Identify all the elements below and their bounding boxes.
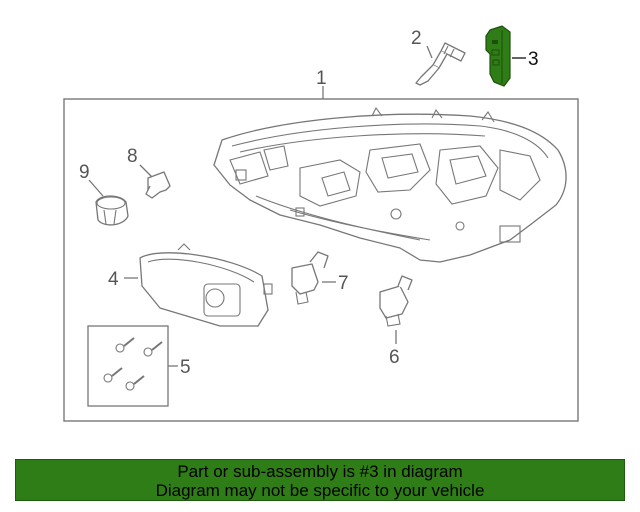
leader-9 xyxy=(88,179,104,197)
bulb-part-2[interactable] xyxy=(415,42,466,86)
leader-2 xyxy=(426,45,433,59)
bulb-part-6[interactable] xyxy=(379,275,413,327)
lamp-part-4[interactable] xyxy=(139,243,273,327)
callout-4[interactable]: 4 xyxy=(108,269,119,290)
bulb-part-8[interactable] xyxy=(145,171,171,199)
callout-9[interactable]: 9 xyxy=(79,162,90,183)
bulb-part-7[interactable] xyxy=(291,251,329,305)
callout-1[interactable]: 1 xyxy=(316,68,327,89)
leader-8 xyxy=(139,164,153,178)
screws-box xyxy=(87,325,169,407)
screws-part-5[interactable] xyxy=(103,337,163,391)
bracket-part-3[interactable] xyxy=(485,25,511,87)
socket-part-9[interactable] xyxy=(95,195,129,226)
assembly-frame xyxy=(63,98,579,422)
callout-5[interactable]: 5 xyxy=(180,357,191,378)
parts-diagram: 1 2 3 xyxy=(63,25,579,422)
callout-3[interactable]: 3 xyxy=(528,49,539,70)
callout-7[interactable]: 7 xyxy=(338,273,349,294)
headlamp-housing[interactable] xyxy=(213,106,567,263)
banner-line-2: Diagram may not be specific to your vehi… xyxy=(155,481,485,500)
callout-6[interactable]: 6 xyxy=(389,347,400,368)
callout-8[interactable]: 8 xyxy=(127,146,138,167)
banner-line-1: Part or sub-assembly is #3 in diagram xyxy=(177,462,463,481)
info-banner: Part or sub-assembly is #3 in diagram Di… xyxy=(15,459,625,501)
callout-2[interactable]: 2 xyxy=(411,28,422,49)
